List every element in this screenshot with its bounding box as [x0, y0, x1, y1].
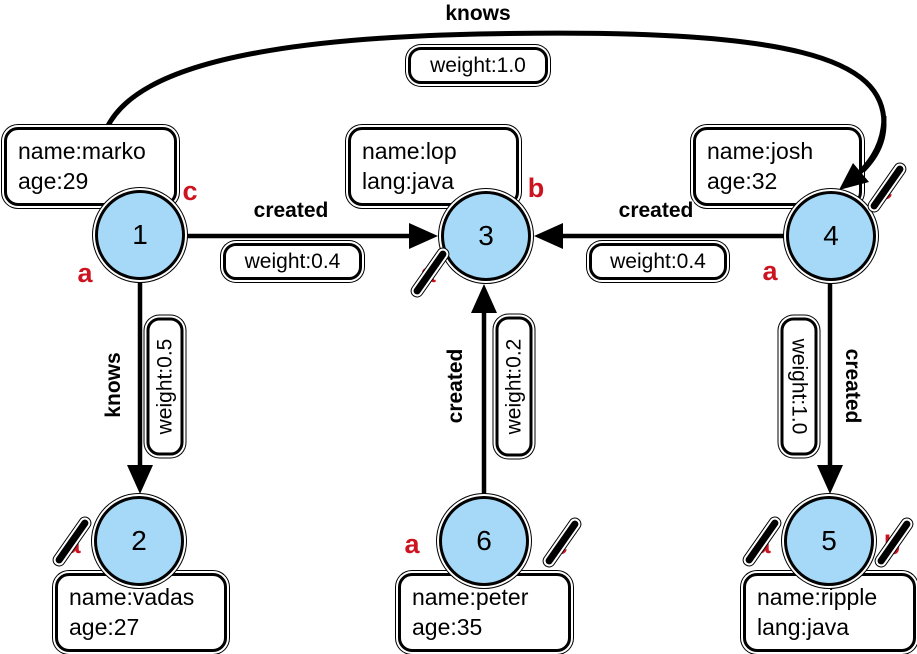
vertex-id: 5	[821, 525, 837, 556]
property-line: age:29	[18, 168, 89, 194]
property-line: name:vadas	[69, 584, 195, 610]
property-line: age:32	[707, 168, 778, 194]
edge-knows-1-2-arrowhead	[127, 465, 153, 494]
weight-box-created-4-3: weight:0.4	[589, 243, 727, 280]
weight-label: weight:1.0	[788, 338, 811, 435]
vertex-id: 6	[476, 525, 492, 556]
property-line: lang:java	[362, 168, 455, 194]
property-box-ripple: name:ripple lang:java	[743, 573, 916, 652]
vertex-4[interactable]: 4	[786, 191, 876, 281]
edge-knows-1-4-arrowhead	[839, 163, 869, 190]
weight-box-knows-1-2: weight:0.5	[146, 317, 184, 456]
weight-label: weight:0.5	[153, 338, 176, 435]
weight-label: weight:0.4	[244, 249, 341, 273]
property-line: age:35	[412, 614, 483, 640]
step-label-b-vertex-3: b	[527, 173, 545, 203]
weight-box-knows-1-4: weight:1.0	[408, 47, 548, 84]
vertex-id: 3	[478, 220, 494, 251]
vertex-5[interactable]: 5	[784, 496, 874, 586]
edge-created-6-3-arrowhead	[471, 284, 497, 313]
step-label-a-vertex-1: a	[77, 258, 93, 288]
property-line: name:marko	[18, 138, 146, 164]
vertex-id: 2	[131, 525, 147, 556]
edge-created-1-3-arrowhead	[409, 223, 438, 249]
vertex-3[interactable]: 3	[441, 191, 531, 281]
vertex-2[interactable]: 2	[94, 496, 184, 586]
weight-label: weight:1.0	[430, 53, 526, 77]
vertex-id: 4	[823, 220, 839, 251]
vertex-1[interactable]: 1	[95, 190, 185, 280]
weight-label: weight:0.4	[610, 249, 706, 273]
edge-created-4-3-arrowhead	[534, 223, 563, 249]
property-box-vadas: name:vadas age:27	[55, 573, 227, 652]
step-label-c-vertex-1: c	[182, 176, 198, 206]
weight-box-created-1-3: weight:0.4	[223, 243, 362, 280]
edge-label-created-4-3: created	[618, 199, 694, 222]
property-line: name:ripple	[757, 584, 878, 610]
step-label-a-vertex-4: a	[762, 256, 778, 286]
property-line: name:josh	[707, 138, 814, 164]
property-line: name:lop	[362, 138, 457, 164]
weight-box-created-4-5: weight:1.0	[780, 317, 818, 456]
vertex-6[interactable]: 6	[439, 496, 529, 586]
edge-created-4-5-arrowhead	[817, 465, 843, 494]
vertex-id: 1	[132, 219, 148, 250]
edge-label-created-4-5: created	[841, 348, 864, 424]
property-line: lang:java	[757, 614, 850, 640]
property-line: age:27	[69, 614, 140, 640]
step-label-a-vertex-6: a	[404, 529, 420, 559]
edge-label-created-6-3: created	[444, 348, 467, 424]
weight-label: weight:0.2	[502, 338, 525, 435]
weight-box-created-6-3: weight:0.2	[495, 316, 533, 457]
edge-label-created-1-3: created	[253, 199, 329, 222]
edge-label-knows-1-4: knows	[445, 2, 511, 25]
edge-label-knows-1-2: knows	[102, 352, 125, 418]
property-line: name:peter	[412, 584, 529, 610]
